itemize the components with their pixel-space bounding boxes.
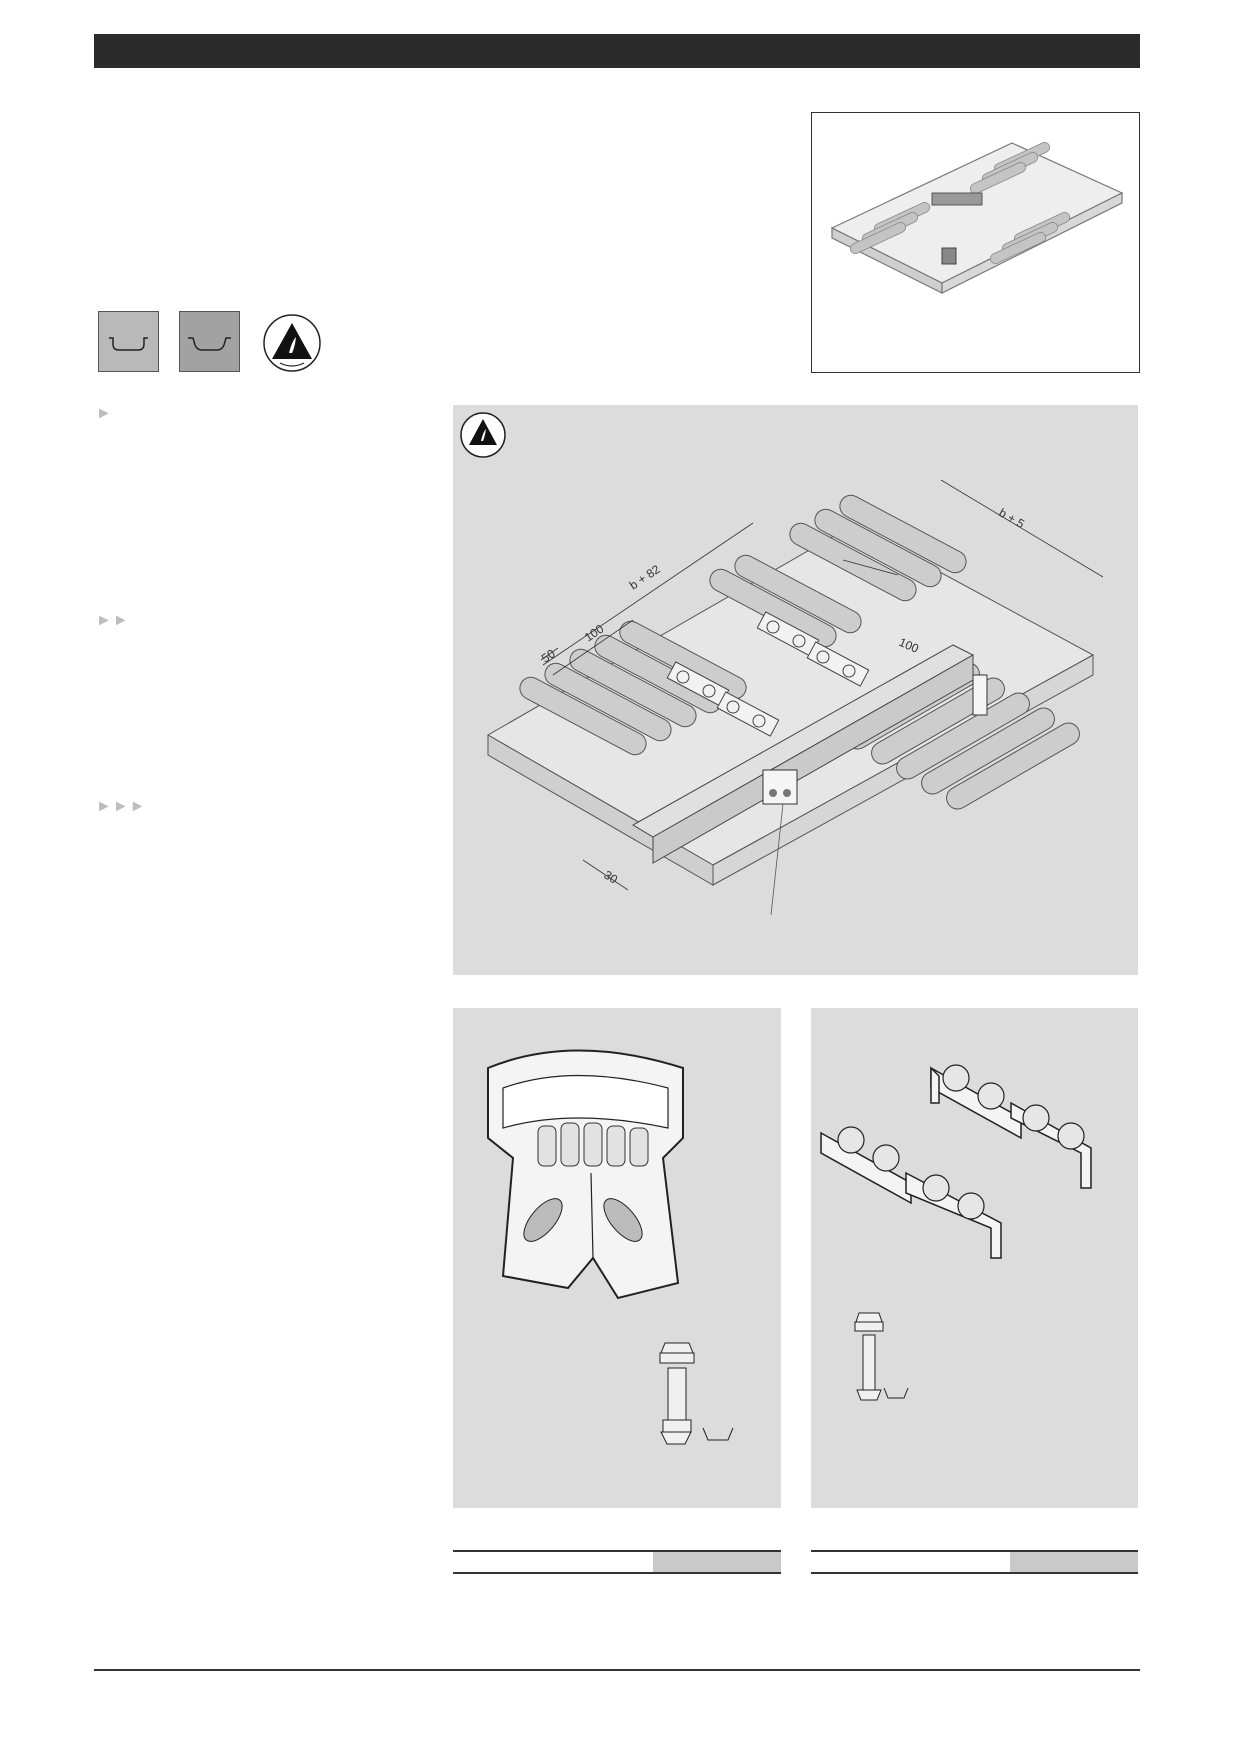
esd-warning-icon <box>262 313 322 373</box>
bracket-detail-drawing <box>811 1008 1138 1508</box>
order-table-header <box>453 1550 781 1574</box>
order-table-header <box>811 1550 1138 1574</box>
dimension-label: 30 <box>601 868 620 887</box>
profile-icon <box>98 311 159 372</box>
product-photo <box>811 112 1140 373</box>
connector-detail-drawing <box>453 1008 781 1508</box>
bullet-marker: ►►► <box>96 798 147 815</box>
bullet-marker: ► <box>96 405 113 422</box>
profile-icon <box>179 311 240 372</box>
footer-rule <box>94 1669 1140 1671</box>
bullet-marker: ►► <box>96 612 130 629</box>
dimension-label: b + 5 <box>997 505 1028 531</box>
assembly-drawing: b + 82 100 50 b + 5 100 30 <box>453 405 1138 975</box>
esd-warning-icon <box>460 412 506 458</box>
dimension-label: 50 <box>539 646 558 665</box>
header-bar <box>94 34 1140 68</box>
